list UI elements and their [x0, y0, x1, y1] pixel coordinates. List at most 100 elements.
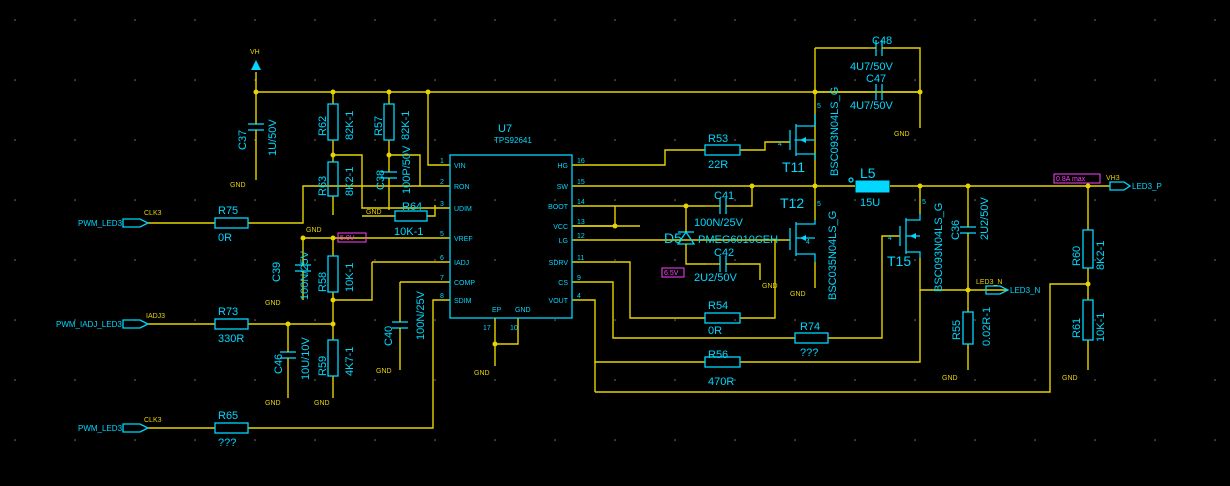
gnd-label: GND: [265, 400, 281, 407]
r64-value: 10K-1: [394, 226, 423, 238]
net-ports: PWM_LED3 PWM_IADJ_LED3 PWM_LED3 LED3_P L…: [56, 175, 1162, 433]
vref-voltage: 5.0V: [340, 235, 355, 242]
c42-value: 2U2/50V: [694, 272, 737, 284]
r64-ref: R64: [402, 201, 422, 213]
gnd-label: GND: [790, 291, 806, 298]
t15-ref: T15: [887, 253, 911, 269]
r63-value: 8K2-1: [344, 167, 356, 196]
r75-body: [214, 217, 249, 229]
ic-pin-name: BOOT: [548, 204, 569, 211]
ic-ref: U7: [498, 123, 512, 135]
ic-pin-num: 7: [440, 275, 444, 282]
ic-pin-num: 15: [577, 179, 585, 186]
c39-value: 100N/25V: [299, 250, 311, 300]
r60-body: [1082, 229, 1094, 269]
ic-pin-num: 13: [577, 219, 585, 226]
l5-value: 15U: [860, 197, 880, 209]
ic-pin-name: HG: [558, 163, 569, 170]
r56-ref: R56: [708, 349, 728, 361]
ic-pin-num: 8: [440, 293, 444, 300]
ic-pin-name: SDRV: [549, 260, 569, 267]
ic-pins: 1VIN2RON3UDIM5VREF6IADJ7COMP8SDIM16HG15S…: [440, 158, 585, 332]
c38-ref: C38: [375, 170, 387, 190]
r53-value: 22R: [708, 159, 728, 171]
vcc-voltage: 6.5V: [664, 270, 679, 277]
t15-value: BSC093N04LS_G: [933, 203, 945, 292]
gnd-label: GND: [265, 300, 281, 307]
r64-body: [394, 210, 428, 222]
r55-ref: R55: [951, 320, 963, 340]
grid-dots: [14, 19, 1216, 441]
ic-pin-num: 4: [577, 293, 581, 300]
r53-ref: R53: [708, 133, 728, 145]
gnd-label: GND: [894, 131, 910, 138]
net-iadj-label: IADJ3: [146, 313, 165, 320]
gnd-label: GND: [230, 182, 246, 189]
r59-value: 4K7-1: [344, 347, 356, 376]
ic-pin-num: 11: [577, 255, 584, 262]
ic-u7: U7 TPS92641 1VIN2RON3UDIM5VREF6IADJ7COMP…: [440, 123, 585, 332]
gnd-label: GND: [366, 209, 382, 216]
c48-ref: C48: [872, 35, 892, 47]
c36-ref: C36: [950, 220, 962, 240]
r65-body: [214, 422, 249, 434]
ic-pin-num: 1: [440, 158, 444, 165]
r61-ref: R61: [1071, 318, 1083, 338]
ic-pin-num: 17: [483, 325, 491, 332]
c37-ref: C37: [237, 130, 249, 150]
svg-text:5: 5: [922, 199, 926, 206]
r75-ref: R75: [218, 205, 238, 217]
ic-pin-name: LG: [559, 238, 568, 245]
net-pwm-iadj-led3: PWM_IADJ_LED3: [56, 320, 122, 329]
ic-pin-num: 10: [510, 325, 518, 332]
wires: [148, 47, 1110, 429]
svg-text:5: 5: [817, 201, 821, 208]
r73-ref: R73: [218, 306, 238, 318]
resistors: [214, 103, 1094, 434]
ic-pin-num: 5: [440, 231, 444, 238]
r58-ref: R58: [317, 272, 329, 292]
r61-body: [1082, 299, 1094, 341]
c42-ref: C42: [714, 247, 734, 259]
r53-body: [704, 144, 741, 156]
ic-pin-name: COMP: [454, 280, 475, 287]
r56-body: [704, 356, 741, 368]
d5-value: PMEG6010CEH: [698, 234, 778, 246]
r62-value: 82K-1: [344, 111, 356, 140]
c36-value: 2U2/50V: [979, 197, 991, 240]
r55-value: 0.02R-1: [981, 307, 993, 346]
svg-text:5: 5: [817, 103, 821, 110]
r74-ref: R74: [800, 321, 820, 333]
c39-ref: C39: [271, 262, 283, 282]
c40-value: 100N/25V: [415, 290, 427, 340]
ic-part: TPS92641: [494, 136, 532, 145]
ic-pin-num: 2: [440, 179, 444, 186]
mosfet-t12: [789, 220, 816, 262]
r54-body: [704, 312, 741, 324]
ic-pin-name: VOUT: [549, 298, 569, 305]
c47-value: 4U7/50V: [850, 100, 893, 112]
ic-pin-num: 12: [577, 233, 585, 240]
ic-pin-num: 14: [577, 199, 585, 206]
ic-pin-name: GND: [515, 307, 531, 314]
net-vh-right-label: VH3: [1106, 175, 1120, 182]
r63-body: [327, 161, 339, 197]
r65-ref: R65: [218, 410, 238, 422]
r75-value: 0R: [218, 232, 232, 244]
r61-value: 10K-1: [1095, 313, 1107, 342]
gnd-label: GND: [376, 368, 392, 375]
capacitors: [248, 40, 976, 366]
r74-value: ???: [800, 347, 818, 359]
vh-net-label: VH: [250, 49, 260, 56]
r56-value: 470R: [708, 376, 734, 388]
net-clk-label: CLK3: [144, 210, 162, 217]
ic-pin-name: VCC: [553, 224, 568, 231]
ic-pin-name: SDIM: [454, 298, 472, 305]
c40-ref: C40: [383, 326, 395, 346]
r58-body: [327, 255, 339, 293]
ic-pin-name: VREF: [454, 236, 473, 243]
r55-body: [962, 311, 974, 345]
led-current: 0.8A max: [1056, 176, 1086, 183]
